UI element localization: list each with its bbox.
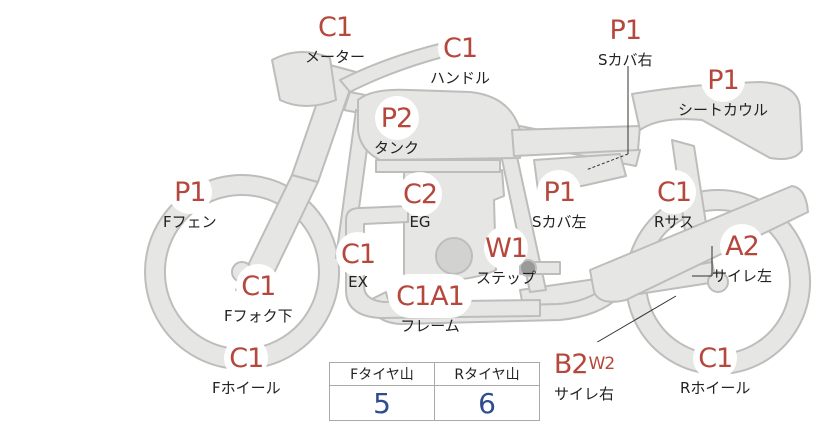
part-step: W1 ステップ <box>476 226 536 288</box>
part-label: メーター <box>305 48 366 66</box>
tire-tread-table: Fタイヤ山 Rタイヤ山 5 6 <box>329 362 540 421</box>
part-code-badge: C1 <box>438 26 482 70</box>
engine-cylinder <box>375 159 501 173</box>
part-code-badge: C1 <box>336 232 380 276</box>
part-code-badge: P1 <box>167 170 212 214</box>
steering-stem <box>291 64 357 183</box>
part-meter: C1 メーター <box>305 5 365 67</box>
part-code: P2 <box>380 102 413 134</box>
part-label: サイレ左 <box>712 267 773 285</box>
part-code: C1 <box>241 270 276 302</box>
rear-hub <box>707 271 729 293</box>
part-code-badge: C2 <box>398 172 442 216</box>
part-sub-code: W2 <box>588 353 616 374</box>
part-code-badge: A2 <box>720 224 764 268</box>
part-code: C1 <box>317 11 353 43</box>
part-label: タンク <box>374 139 420 157</box>
part-label: Rホイール <box>680 379 751 397</box>
muffler-shape <box>589 185 809 303</box>
leader-side-cover-right-b <box>585 153 629 171</box>
part-silencer-left: A2 サイレ左 <box>712 224 772 286</box>
front-tire-header: Fタイヤ山 <box>329 362 435 386</box>
part-label: EG <box>409 213 431 231</box>
part-code-badge: C1 <box>693 336 738 380</box>
seat-shape <box>511 125 641 157</box>
part-label: ステップ <box>476 269 537 287</box>
meter-housing <box>271 51 337 107</box>
part-code: B2 <box>553 348 589 380</box>
part-code-badge: C1 <box>313 5 357 49</box>
part-code: A2 <box>725 230 760 262</box>
part-code: P1 <box>609 14 642 46</box>
part-seat-cowl: P1 シートカウル <box>678 58 768 120</box>
part-code: C1 <box>698 342 733 374</box>
part-code: C2 <box>402 178 438 210</box>
leader-silencer-right <box>593 295 677 345</box>
part-code-badge: C1A1 <box>388 274 472 318</box>
part-label: Fフェン <box>163 213 217 231</box>
part-code: C1 <box>229 342 264 374</box>
part-code: C1 <box>340 238 376 270</box>
step-bolt <box>519 259 537 277</box>
part-code: W1 <box>485 232 528 264</box>
front-tire-value: 5 <box>329 385 435 421</box>
part-label: EX <box>348 273 368 291</box>
part-label: Sカバ左 <box>532 213 587 231</box>
part-code: C1 <box>656 176 692 208</box>
part-code-badge: P2 <box>374 96 419 140</box>
engine-cover <box>435 237 473 275</box>
part-code-badge: P1 <box>701 58 745 102</box>
part-code: C1A1 <box>396 280 465 312</box>
part-label: シートカウル <box>678 101 769 119</box>
part-code: P1 <box>543 176 576 208</box>
exhaust-pipe <box>345 205 541 319</box>
part-frame: C1A1 フレーム <box>388 274 472 336</box>
part-label: フレーム <box>400 317 460 335</box>
part-label: サイレ右 <box>553 385 614 403</box>
part-code: P1 <box>707 64 739 96</box>
part-code-badge: W1 <box>484 226 528 270</box>
part-label: ハンドル <box>430 69 491 87</box>
part-label: Rサス <box>653 213 695 231</box>
part-code: C1 <box>442 32 478 64</box>
rear-tire-value: 6 <box>434 385 540 421</box>
part-code: P1 <box>174 176 206 208</box>
part-handle: C1 ハンドル <box>430 26 490 88</box>
part-code-badge: C1 <box>652 170 696 214</box>
part-code-badge: C1 <box>224 336 269 380</box>
part-label: Sカバ右 <box>598 51 653 69</box>
part-code-badge: P1 <box>603 8 648 52</box>
part-code-badge: P1 <box>537 170 582 214</box>
part-tank: P2 タンク <box>374 96 419 158</box>
part-label: Fホイール <box>212 379 281 397</box>
part-code-badge: C1 <box>236 264 281 308</box>
rear-tire-header: Rタイヤ山 <box>434 362 540 386</box>
part-label: Fフォク下 <box>224 307 293 325</box>
